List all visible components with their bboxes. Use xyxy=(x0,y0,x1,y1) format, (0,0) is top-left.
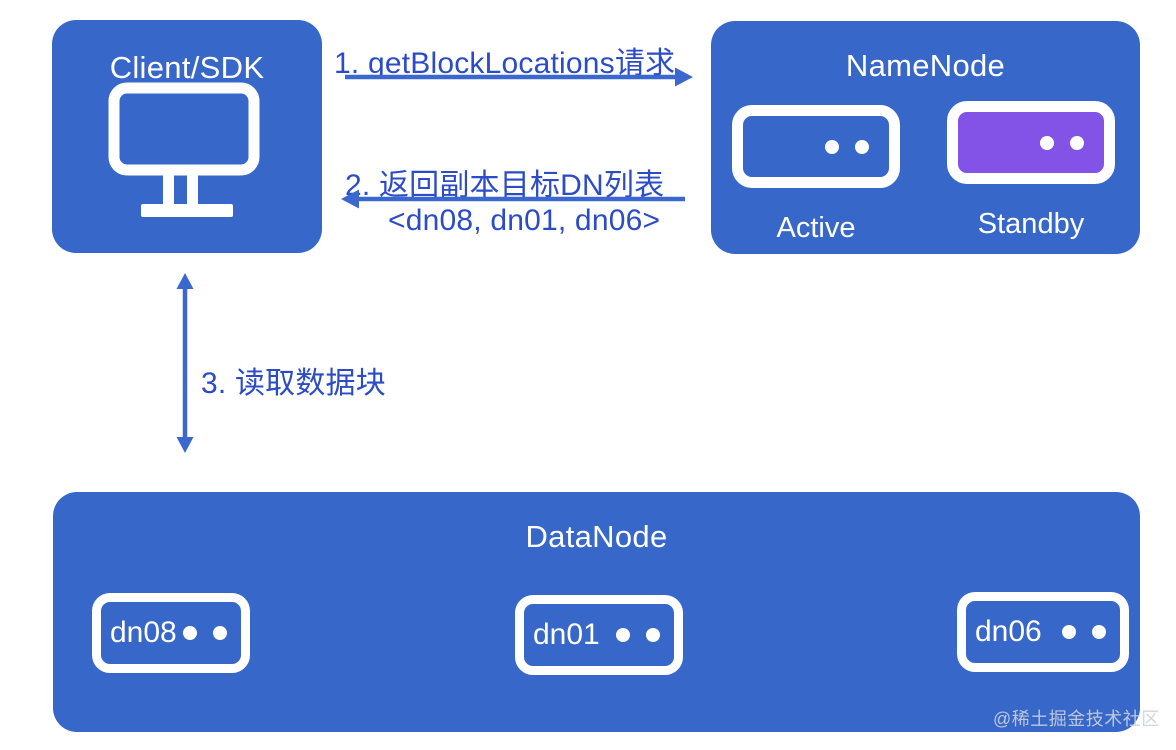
server-led-dots xyxy=(1062,625,1106,639)
led-dot xyxy=(1062,625,1076,639)
arrow-step1-right-icon xyxy=(345,67,693,87)
led-dot xyxy=(1040,135,1054,150)
led-dot xyxy=(213,626,227,640)
datanode-server-chip: dn06 xyxy=(957,592,1129,672)
namenode-box: NameNode Active Standby xyxy=(711,21,1140,254)
monitor-icon xyxy=(108,82,260,217)
namenode-title: NameNode xyxy=(845,48,1006,83)
step3-label: 3. 读取数据块 xyxy=(201,367,386,400)
datanode-server-chip: dn08 xyxy=(92,593,250,673)
watermark: @稀土掘金技术社区 xyxy=(993,709,1160,729)
namenode-active-label: Active xyxy=(776,212,856,244)
server-led-dots xyxy=(183,626,227,640)
step2-sublabel: <dn08, dn01, dn06> xyxy=(388,204,661,237)
server-led-dots xyxy=(616,628,660,642)
led-dot xyxy=(1070,135,1084,150)
datanode-title: DataNode xyxy=(525,519,668,554)
datanode-server-label: dn01 xyxy=(533,618,600,651)
namenode-standby-label: Standby xyxy=(977,208,1085,240)
namenode-standby-server-icon xyxy=(947,101,1115,184)
led-dot xyxy=(1092,625,1106,639)
server-led-dots xyxy=(825,139,869,154)
step1-label: 1. getBlockLocations请求 xyxy=(334,47,676,80)
datanode-box: DataNode dn08 dn01 dn06 xyxy=(53,492,1140,732)
datanode-server-label: dn08 xyxy=(110,616,177,649)
led-dot xyxy=(855,139,869,154)
namenode-active-server-icon xyxy=(732,105,900,188)
arrow-step2-left-icon xyxy=(341,189,685,209)
datanode-server-label: dn06 xyxy=(975,615,1042,648)
led-dot xyxy=(183,626,197,640)
step2-label: 2. 返回副本目标DN列表 xyxy=(345,169,665,202)
led-dot xyxy=(646,628,660,642)
arrow-step3-vertical-icon xyxy=(176,273,194,453)
client-title: Client/SDK xyxy=(109,50,265,85)
client-box: Client/SDK xyxy=(52,20,322,253)
led-dot xyxy=(825,139,839,154)
led-dot xyxy=(616,628,630,642)
server-led-dots xyxy=(1040,135,1084,150)
datanode-server-chip: dn01 xyxy=(515,595,683,675)
